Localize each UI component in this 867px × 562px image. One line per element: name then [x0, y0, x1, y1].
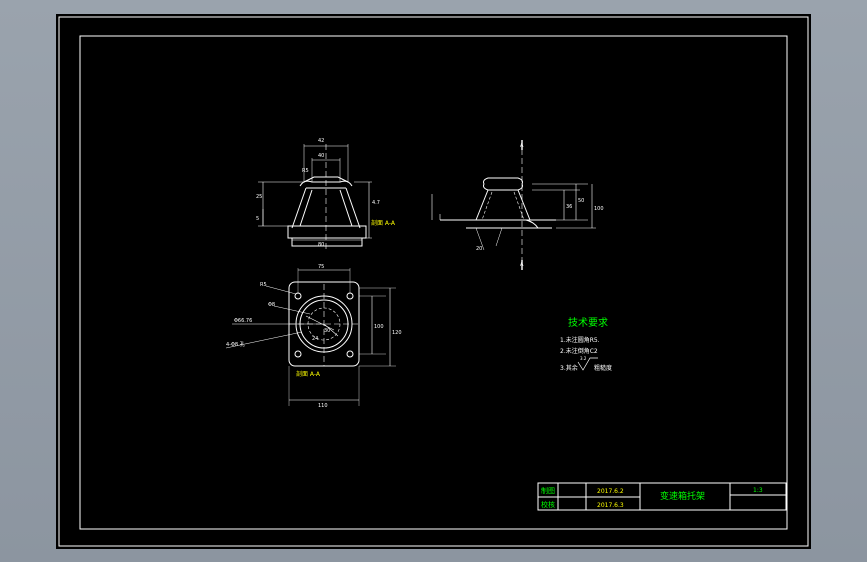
plan-view [225, 268, 396, 406]
tech-title: 技术要求 [568, 316, 608, 329]
plan-leader-2: Φ8 [268, 302, 275, 308]
plan-leader-1: R5 [260, 282, 267, 288]
tech-item-3-roughness: 3.2 [580, 356, 587, 361]
front-view-labels: 42 40 25 5 4.7 R5 80 [256, 138, 380, 248]
tech-requirements: 技术要求 1.未注圆角R5. 2.未注倒角C2 3.其余 3.2 粗糙度 [560, 316, 612, 372]
plan-section-label: 剖面 A-A [296, 370, 321, 378]
outer-border [58, 16, 809, 547]
side-dim-a: 36 [566, 204, 572, 210]
front-dim-right: 4.7 [372, 200, 380, 206]
tb-drawn-label: 制图 [541, 486, 555, 495]
tech-item-1: 1.未注圆角R5. [560, 336, 600, 344]
plan-dim-bottom: 110 [318, 403, 328, 409]
front-section-label: 剖面 A-A [371, 219, 396, 227]
front-dim-left: 25 [256, 194, 262, 200]
tech-item-3-prefix: 3.其余 [560, 364, 578, 372]
plan-dim-right-inner: 100 [374, 324, 384, 330]
roughness-symbol-icon [577, 357, 598, 371]
tb-checked-date: 2017.6.3 [597, 502, 624, 509]
plan-center-1: 30 [324, 328, 330, 334]
side-view-labels: A A 36 50 100 20 [476, 143, 604, 268]
title-block-text: 制图 校核 2017.6.2 2017.6.3 变速箱托架 1:3 [541, 486, 763, 509]
cad-drawing: 42 40 25 5 4.7 R5 80 剖面 A-A A [58, 16, 809, 547]
tech-item-2: 2.未注倒角C2 [560, 347, 598, 355]
side-dim-b: 50 [578, 198, 584, 204]
front-dim-top: 42 [318, 138, 324, 144]
plan-view-labels: 75 100 120 110 R5 Φ8 Φ66.76 4-Φ8 孔 30 24 [226, 264, 402, 409]
side-dim-angle: 20 [476, 246, 482, 252]
tb-checked-label: 校核 [541, 500, 555, 509]
plan-leader-3: Φ66.76 [234, 318, 252, 324]
side-dim-c: 100 [594, 206, 604, 212]
front-dim-r: R5 [302, 168, 309, 174]
side-mark-bottom: A [520, 262, 524, 268]
cad-viewport[interactable]: 42 40 25 5 4.7 R5 80 剖面 A-A A [56, 14, 811, 549]
tb-scale: 1:3 [753, 487, 763, 494]
inner-border [79, 35, 788, 530]
plan-dim-top: 75 [318, 264, 324, 270]
plan-center-2: 24 [312, 336, 318, 342]
front-dim-bottom: 80 [318, 242, 324, 248]
title-block [537, 482, 787, 511]
tech-item-3-suffix: 粗糙度 [594, 364, 612, 372]
plan-leader-4: 4-Φ8 孔 [226, 341, 245, 348]
tb-part-name: 变速箱托架 [660, 490, 705, 502]
front-dim-top2: 40 [318, 153, 324, 159]
front-view [258, 144, 372, 250]
side-view [431, 140, 596, 270]
plan-dim-right-outer: 120 [392, 330, 402, 336]
front-dim-left-small: 5 [256, 216, 259, 222]
tb-drawn-date: 2017.6.2 [597, 488, 624, 495]
side-mark-top: A [520, 143, 524, 149]
